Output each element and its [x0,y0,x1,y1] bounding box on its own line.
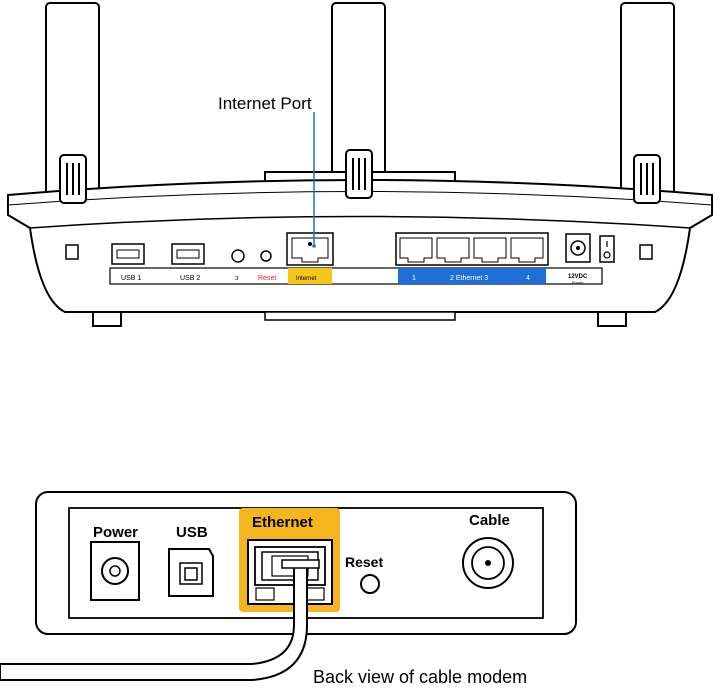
router-foot-left [93,312,121,326]
modem-cable-label: Cable [469,512,510,529]
wps-button [232,250,244,262]
reset-label: Reset [258,275,276,282]
modem-usb-label: USB [176,524,208,541]
modem-ethernet-label: Ethernet [252,514,313,531]
power-sub-label: Power [572,280,584,285]
usb2-label: USB 2 [180,275,200,282]
usb1-label: USB 1 [121,275,141,282]
modem-reset-button [361,575,379,593]
ethernet-ports [396,233,548,265]
internet-label: Internet [296,276,317,282]
ethernet-port-icon [287,233,333,265]
modem-power-label: Power [93,524,138,541]
modem-caption: Back view of cable modem [313,667,527,687]
router-icon: USB 1 USB 2 ↄ Reset Internet 1 2 Etherne… [8,3,712,326]
modem-reset-label: Reset [345,554,383,570]
reset-button [261,251,271,261]
internet-port-callout: Internet Port [218,94,312,113]
router-foot-right [598,312,626,326]
eth4-label: 4 [526,275,530,282]
ethernet-label: 2 Ethernet 3 [450,275,488,282]
eth1-label: 1 [412,275,416,282]
ethernet-port-icon [248,540,332,604]
coax-connector-icon [463,538,513,588]
wps-label: ↄ [235,275,239,282]
router-foot-mid [265,312,455,320]
